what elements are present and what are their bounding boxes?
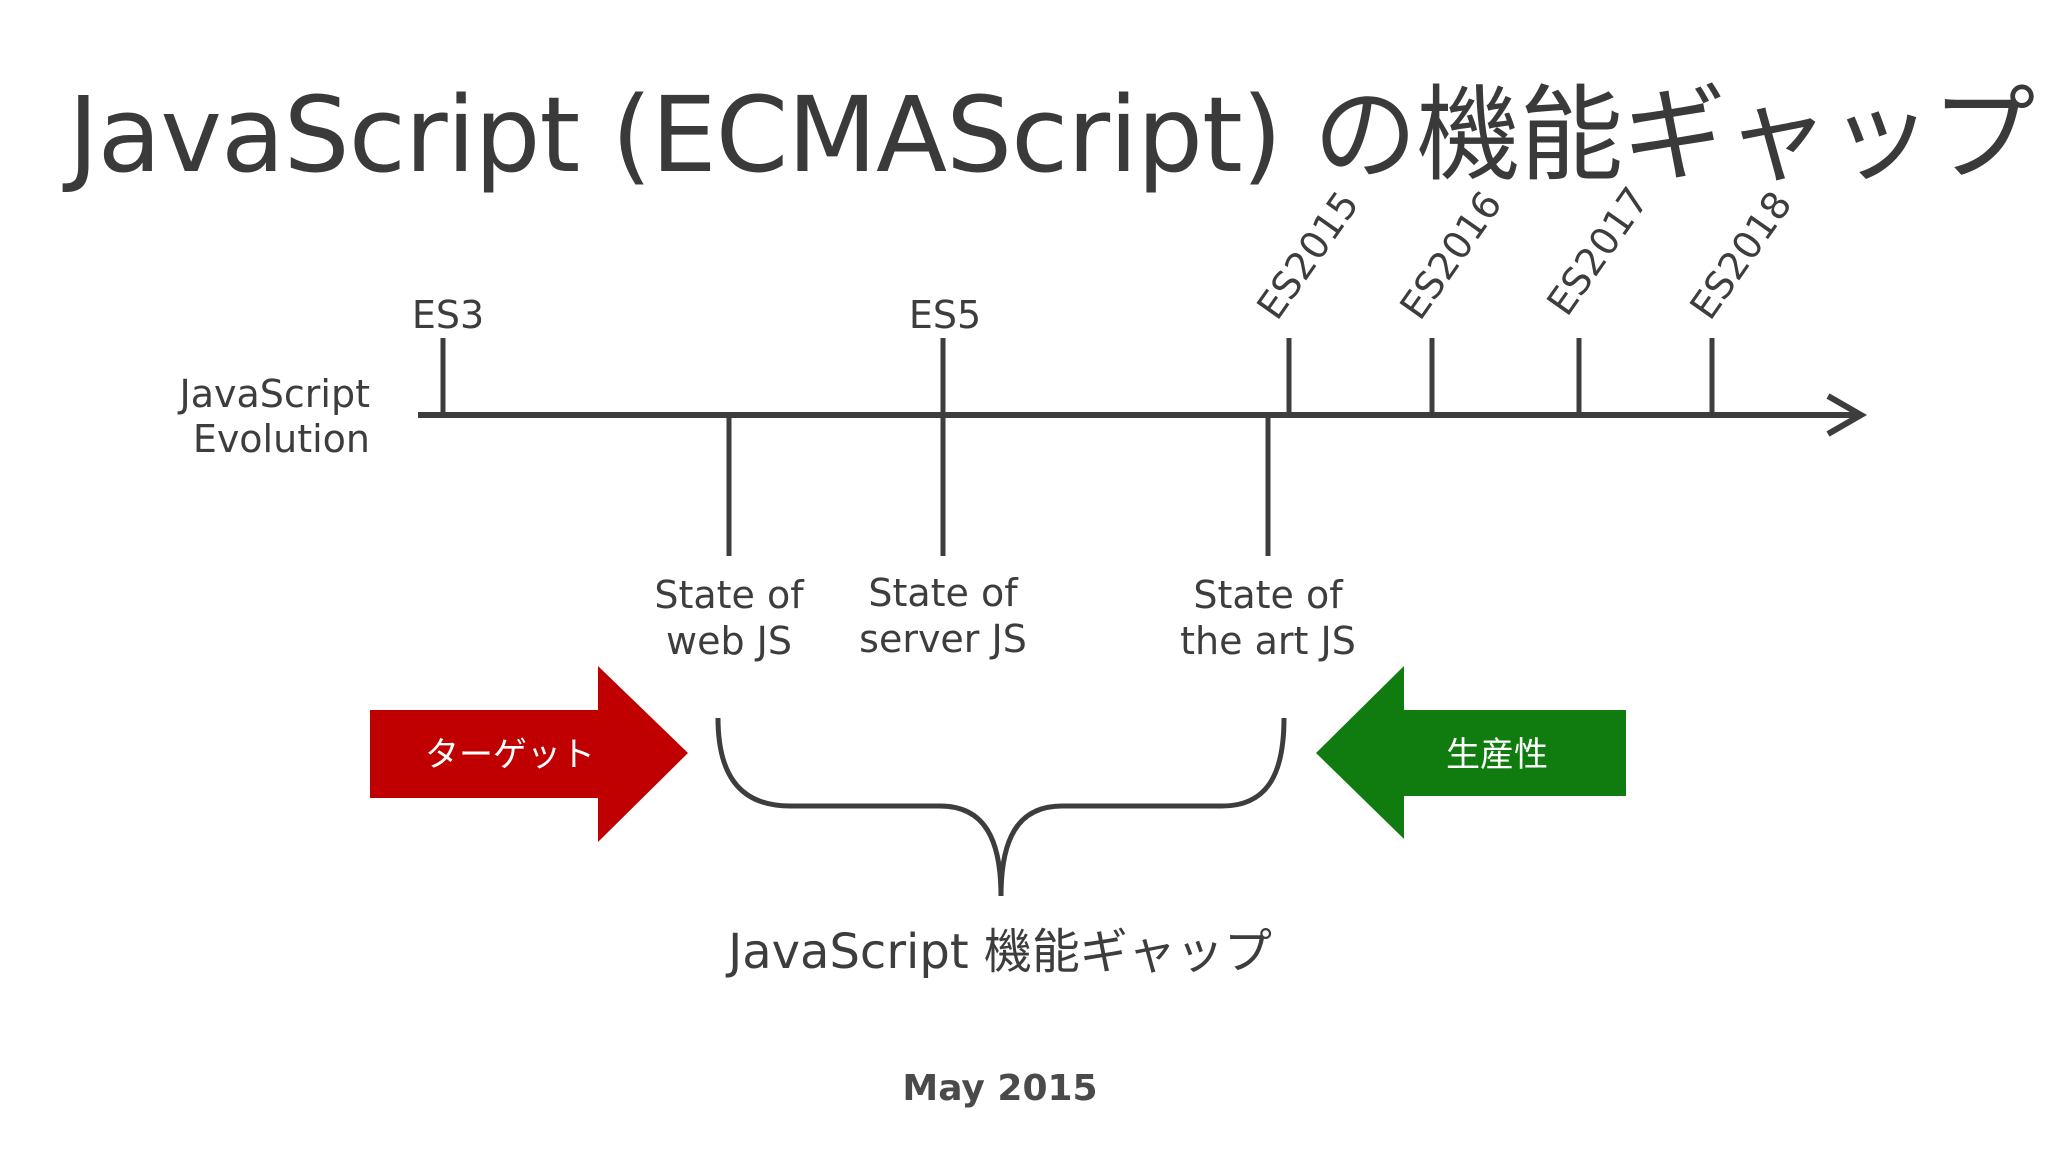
state-server-line1: State of — [868, 571, 1019, 615]
state-art-line2: the art JS — [1180, 619, 1356, 663]
axis-label-line1: JavaScript — [178, 372, 370, 416]
version-label-es2016: ES2016 — [1391, 183, 1510, 327]
productivity-arrow-label: 生産性 — [1446, 735, 1548, 775]
version-label-es5: ES5 — [909, 293, 981, 337]
timeline-arrowhead — [1826, 393, 1868, 437]
productivity-arrow — [1316, 666, 1626, 839]
state-server-line2: server JS — [859, 617, 1027, 661]
gap-label: JavaScript 機能ギャップ — [725, 924, 1272, 980]
version-label-es2017: ES2017 — [1538, 179, 1657, 323]
version-label-es2015: ES2015 — [1248, 183, 1367, 327]
target-arrow-label: ターゲット — [425, 735, 595, 775]
axis-label-line2: Evolution — [193, 417, 370, 461]
version-label-es2018: ES2018 — [1681, 183, 1800, 327]
version-label-es3: ES3 — [412, 293, 484, 337]
page-title: JavaScript (ECMAScript) の機能ギャップ — [68, 74, 2035, 196]
state-web-line2: web JS — [666, 619, 792, 663]
state-web-line1: State of — [654, 573, 805, 617]
gap-brace — [715, 717, 1287, 897]
state-art-line1: State of — [1193, 573, 1344, 617]
target-arrow — [370, 666, 688, 842]
date-footer: May 2015 — [902, 1068, 1098, 1109]
